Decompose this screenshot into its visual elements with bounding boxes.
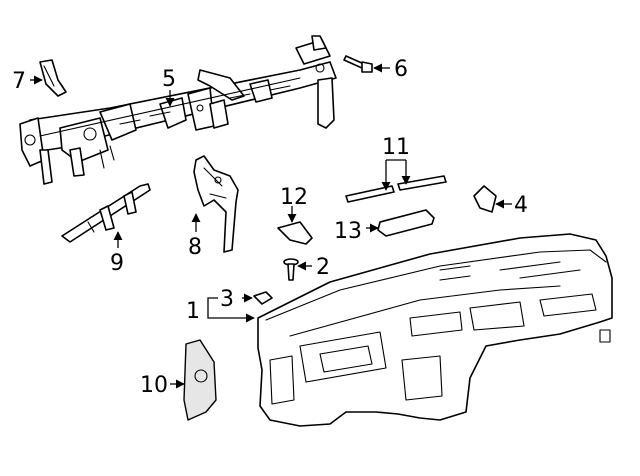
callout-labels: 1 2 3 4 5 6 7 8 9 10 11 12 13 <box>12 57 528 398</box>
cross-car-beam <box>19 35 337 185</box>
bracket-part-7 <box>39 59 67 97</box>
callout-3: 3 <box>220 287 234 312</box>
callout-10: 10 <box>140 373 168 398</box>
callout-7: 7 <box>12 69 26 94</box>
instrument-panel-part-1 <box>257 233 613 427</box>
callout-1: 1 <box>186 299 200 324</box>
callout-11: 11 <box>382 135 410 160</box>
center-brace-part-8 <box>193 155 239 253</box>
end-cap-part-4 <box>473 185 497 213</box>
callout-12: 12 <box>280 185 308 210</box>
clip-part-2 <box>283 258 299 281</box>
callout-5: 5 <box>162 67 176 92</box>
callout-9: 9 <box>110 251 124 276</box>
leader-lines <box>30 63 512 389</box>
cover-part-12 <box>277 221 313 245</box>
callout-8: 8 <box>188 235 202 260</box>
callout-13: 13 <box>334 219 362 244</box>
small-bracket-part-3 <box>253 291 273 305</box>
garnish-panel-part-13 <box>377 209 435 237</box>
lower-bracket-part-9 <box>61 183 151 243</box>
callout-6: 6 <box>394 57 408 82</box>
side-cover-part-10 <box>183 339 217 421</box>
trim-strips-part-11 <box>345 175 447 203</box>
callout-4: 4 <box>514 193 528 218</box>
bolt-part-6 <box>343 55 373 73</box>
callout-2: 2 <box>316 255 330 280</box>
